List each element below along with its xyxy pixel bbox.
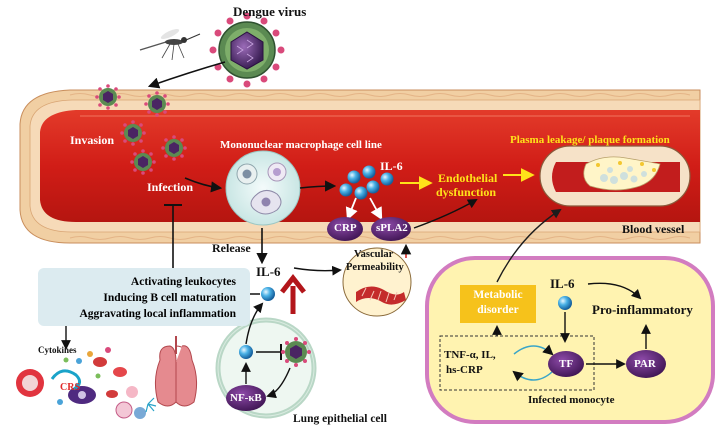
spla2-label: sPLA2 [376, 222, 408, 234]
il6-top-label: IL-6 [380, 159, 403, 173]
increase-arrow-large [280, 273, 306, 314]
effect-b-cell-maturation: Inducing B cell maturation [103, 292, 236, 304]
endothelial-label-2: dysfunction [436, 185, 497, 199]
lung-il6-to-il6-arrow [245, 302, 264, 345]
macrophage-to-il6-arrow [299, 180, 337, 192]
nfkb-node [226, 385, 266, 411]
crp-label: CRP [334, 222, 357, 234]
il6-molecule-cluster [339, 165, 394, 200]
effects-inhibit-infection [164, 204, 182, 268]
il6-mid-sphere [261, 287, 275, 301]
il6-right-sphere [558, 296, 572, 310]
tnf-label-1: TNF-α, IL, [444, 349, 496, 361]
spla2-node [371, 217, 411, 241]
tnf-tf-cycle-upper [513, 344, 554, 356]
infection-label: Infection [147, 180, 193, 194]
lung-cell-label: Lung epithelial cell [293, 413, 387, 425]
il6-to-proinflammatory-arrow [587, 282, 642, 300]
effect-activating-leukocytes: Activating leukocytes [130, 276, 236, 288]
metabolic-label-2: disorder [477, 304, 519, 316]
crp-node [327, 217, 363, 241]
il6-to-crp-arrow [345, 197, 358, 221]
macrophage-line-label: Mononuclear macrophage cell line [220, 139, 382, 151]
effect-local-inflammation: Aggravating local inflammation [79, 308, 236, 320]
metabolic-disorder-box: Metabolic disorder [460, 285, 536, 323]
virus-to-invasion-arrow [147, 61, 226, 89]
tf-label: TF [559, 358, 574, 370]
virus-to-nfkb-arrow [266, 367, 291, 399]
permeability-label: Permeability [346, 262, 404, 273]
il6-mid-label: IL-6 [256, 264, 281, 279]
infected-monocyte-label: Infected monocyte [528, 394, 615, 406]
il6-effects-box: Activating leukocytes Inducing B cell ma… [38, 268, 250, 326]
monocyte-dashed-box [439, 335, 595, 391]
endothelial-label-1: Endothelial [438, 171, 498, 185]
invasion-label: Invasion [70, 133, 115, 147]
dengue-virus-label: Dengue virus [233, 4, 307, 19]
metabolic-label-1: Metabolic [473, 289, 523, 301]
nfkb-label: NF-κB [230, 392, 262, 404]
infection-to-macrophage-arrow [184, 177, 223, 193]
plaque-vessel-icon [539, 145, 691, 207]
il6-lung-sphere [239, 345, 253, 359]
cytokines-label: Cytokines [38, 345, 77, 355]
mosquito-icon [139, 28, 201, 61]
il6-to-permeability-arrow [293, 265, 342, 276]
metabolic-to-plaque-arrow [496, 208, 562, 283]
blood-vessel-label: Blood vessel [622, 222, 685, 236]
dengue-virus-icon [209, 12, 285, 88]
blood-vessel [19, 89, 701, 244]
cytokine-storm-icon [16, 336, 198, 419]
vascular-label: Vascular [354, 249, 394, 260]
tnf-label-2: hs-CRP [446, 364, 483, 376]
small-virus-icons [95, 84, 187, 175]
tf-node [548, 351, 584, 377]
il6-to-spla2-arrow [369, 197, 383, 221]
release-label: Release [212, 241, 251, 255]
tnf-tf-cycle-lower [512, 370, 553, 382]
par-node [626, 350, 666, 378]
spla2-to-endothelial-arrow [413, 199, 478, 229]
lung-virus-icon [281, 337, 311, 367]
macrophage-cell-icon [225, 150, 301, 226]
par-label: PAR [634, 358, 656, 370]
plasma-leakage-label: Plasma leakage/ plaque formation [510, 134, 670, 146]
vascular-permeability-icon [342, 247, 412, 317]
crs-label: CRS [60, 382, 81, 393]
pro-inflammatory-label: Pro-inflammatory [592, 302, 693, 317]
il6-right-label: IL-6 [550, 276, 575, 291]
